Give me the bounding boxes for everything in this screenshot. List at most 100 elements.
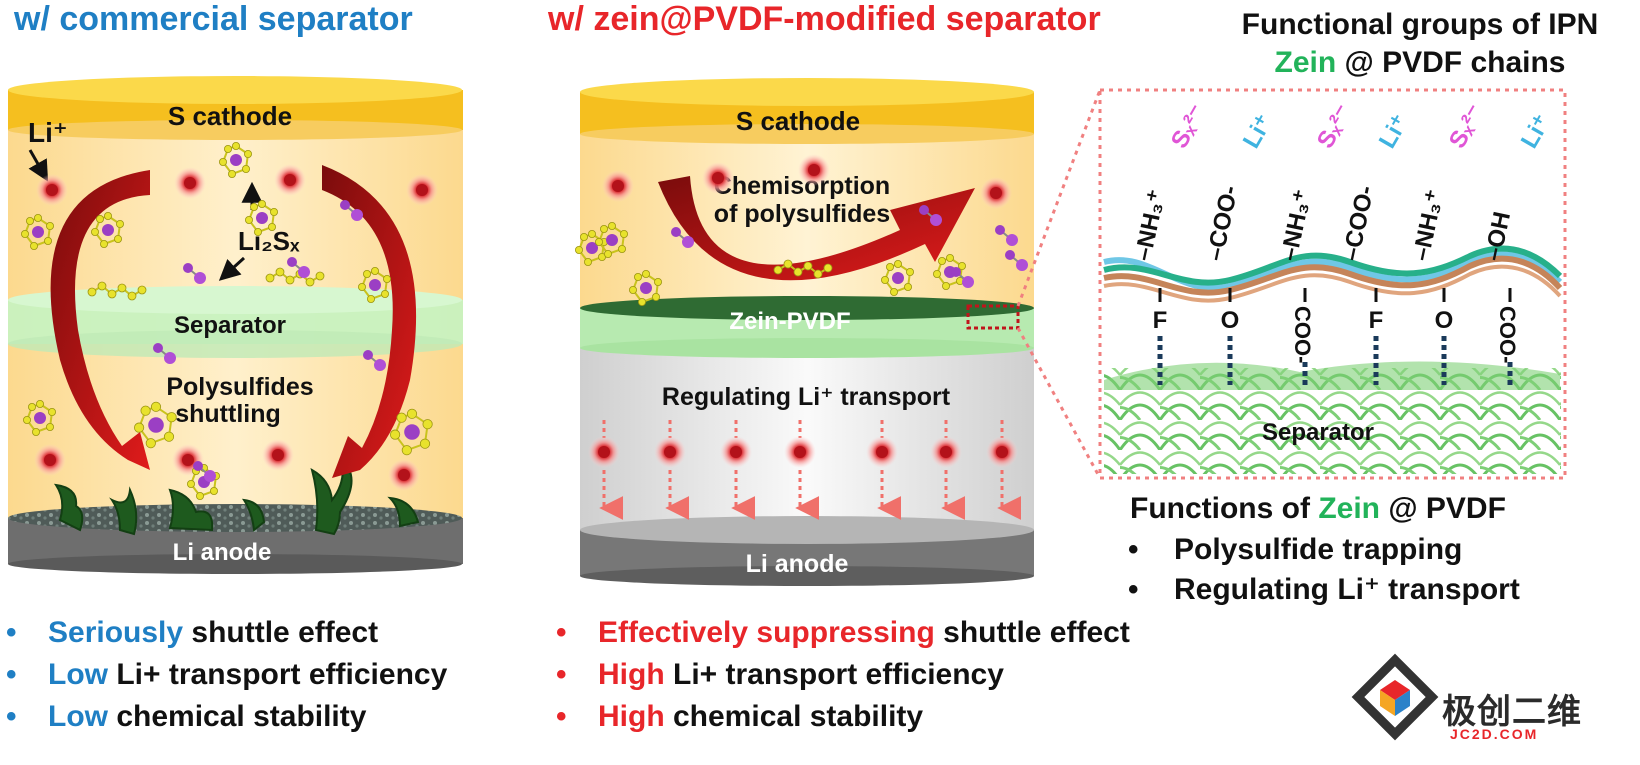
middle-heading: w/ zein@PVDF-modified separator [548,0,1101,38]
functional-group-bottom-label: O [1221,307,1240,334]
functional-group-bottom-label: COO- [1495,306,1520,363]
middle-cathode-top [580,78,1034,106]
li-ion-core [46,184,58,196]
left-bullet-highlight: Low [48,700,108,733]
li-ion-core [808,164,820,176]
zoom-separator-label: Separator [1262,419,1374,446]
transport-arrows [599,420,1022,520]
li-ion-core [996,446,1008,458]
left-shuttle-label-1: Polysulfides [166,373,313,401]
li-s-pair [340,200,363,221]
zoom-guide-bottom [1016,327,1102,479]
chemisorption-label-2: of polysulfides [714,200,890,228]
middle-bullet: •High chemical stability [556,700,924,733]
li-ion-core [182,454,194,466]
left-bullet-text: chemical stability [108,700,367,733]
left-shuttle-label-2: shuttling [175,400,281,428]
zoom-panel: Separator –NH₃⁺Sₓ²⁻–COO-Li⁺–NH₃⁺Sₓ²⁻–COO… [1098,88,1567,480]
polysulfide-cluster [595,221,629,258]
functional-group-bottom-label: F [1153,307,1168,334]
functions-item-text: Regulating Li⁺ transport [1174,573,1520,606]
middle-zein-layer-bottom [580,338,1034,358]
functions-title-b: @ PVDF [1379,492,1506,525]
li-ion-core [940,446,952,458]
left-bullet: •Low chemical stability [6,700,367,733]
polysulfide-chain [87,281,147,301]
li-ion-core [284,174,296,186]
li-ion-core [184,177,196,189]
species-pointer-arrow-down [218,256,246,281]
middle-bullet-highlight: High [598,658,665,691]
functions-item: •Polysulfide trapping [1128,533,1463,566]
li-s-pair [363,350,386,371]
li-s-pair [183,263,206,284]
li-ion-core [712,172,724,184]
functional-group-bottom-label: COO- [1290,306,1315,363]
functions-title: Functions of Zein @ PVDF [1130,492,1506,526]
middle-bullet-text: chemical stability [664,700,924,733]
middle-cathode-edge [580,124,1034,144]
middle-lower-electrolyte [580,340,1034,535]
logo-icon [1351,653,1439,741]
polysulfide-cluster [881,259,915,296]
li-ion-core [990,187,1002,199]
middle-zein-layer-top [580,296,1034,320]
polysulfide-cluster [244,199,278,236]
li-s-pair [153,343,176,364]
li-s-pair [671,227,694,248]
zoom-title-rest: @ PVDF chains [1336,46,1566,79]
middle-bullet-highlight: High [598,700,665,733]
polysulfide-cluster [134,401,177,449]
left-separator-label: Separator [174,312,286,339]
middle-particles [575,154,1028,468]
li-ion-core [272,449,284,461]
left-li-ion-label: Li⁺ [28,117,68,148]
zoom-source-box [966,304,1020,330]
left-bullets: •Seriously shuttle effect •Low Li+ trans… [6,612,447,738]
polysulfide-cluster [390,408,433,456]
li-ion-core [416,184,428,196]
polysulfide-chain [265,267,325,287]
li-ion-core [664,446,676,458]
left-species-label: Li₂Sₓ [238,226,300,256]
polymer-chain-tan [1103,264,1562,303]
zoom-title-line2: Zein @ PVDF chains [1205,44,1635,82]
left-shuttle-arrow-right [322,165,417,478]
chemisorption-arrow [658,176,975,281]
middle-bullet: •Effectively suppressing shuttle effect [556,616,1130,649]
left-particles [20,141,438,500]
middle-layer-label: Zein-PVDF [729,308,850,335]
left-heading: w/ commercial separator [14,0,413,38]
functions-item: •Regulating Li⁺ transport [1128,573,1520,606]
middle-anode-top [580,516,1034,544]
middle-bullet-text: shuttle effect [934,616,1130,649]
polysulfide-cluster [218,141,252,178]
left-bullet-highlight: Seriously [48,616,184,649]
logo-subtext: JC2D.COM [1450,726,1539,742]
left-separator-top [8,286,462,314]
left-shuttle-arrow-left [50,170,150,470]
functions-list: •Polysulfide trapping •Regulating Li⁺ tr… [1128,530,1520,610]
li-ion-core [598,446,610,458]
middle-cathode-label: S cathode [736,106,860,136]
left-anode-label: Li anode [173,539,272,566]
left-bullet-text: Li+ transport efficiency [108,658,448,691]
li-s-pair [951,267,974,288]
left-cathode-label: S cathode [168,101,292,131]
polysulfide-cluster [575,229,609,266]
left-bullet-highlight: Low [48,658,108,691]
left-cathode-edge [8,120,462,140]
middle-transport-label: Regulating Li⁺ transport [662,383,951,411]
logo-text: 极创二维 [1442,693,1582,731]
functional-group-bottom-label: F [1369,307,1384,334]
middle-anode-label: Li anode [746,550,849,578]
zoom-title-zein: Zein [1274,46,1337,79]
li-ion-core [398,469,410,481]
li-ion-core [44,454,56,466]
left-anode-bottom [8,554,462,574]
middle-cell: S cathode Chemisorption of polysulfides … [575,78,1034,586]
polysulfide-cluster [357,266,391,303]
polysulfide-cluster [22,399,57,436]
